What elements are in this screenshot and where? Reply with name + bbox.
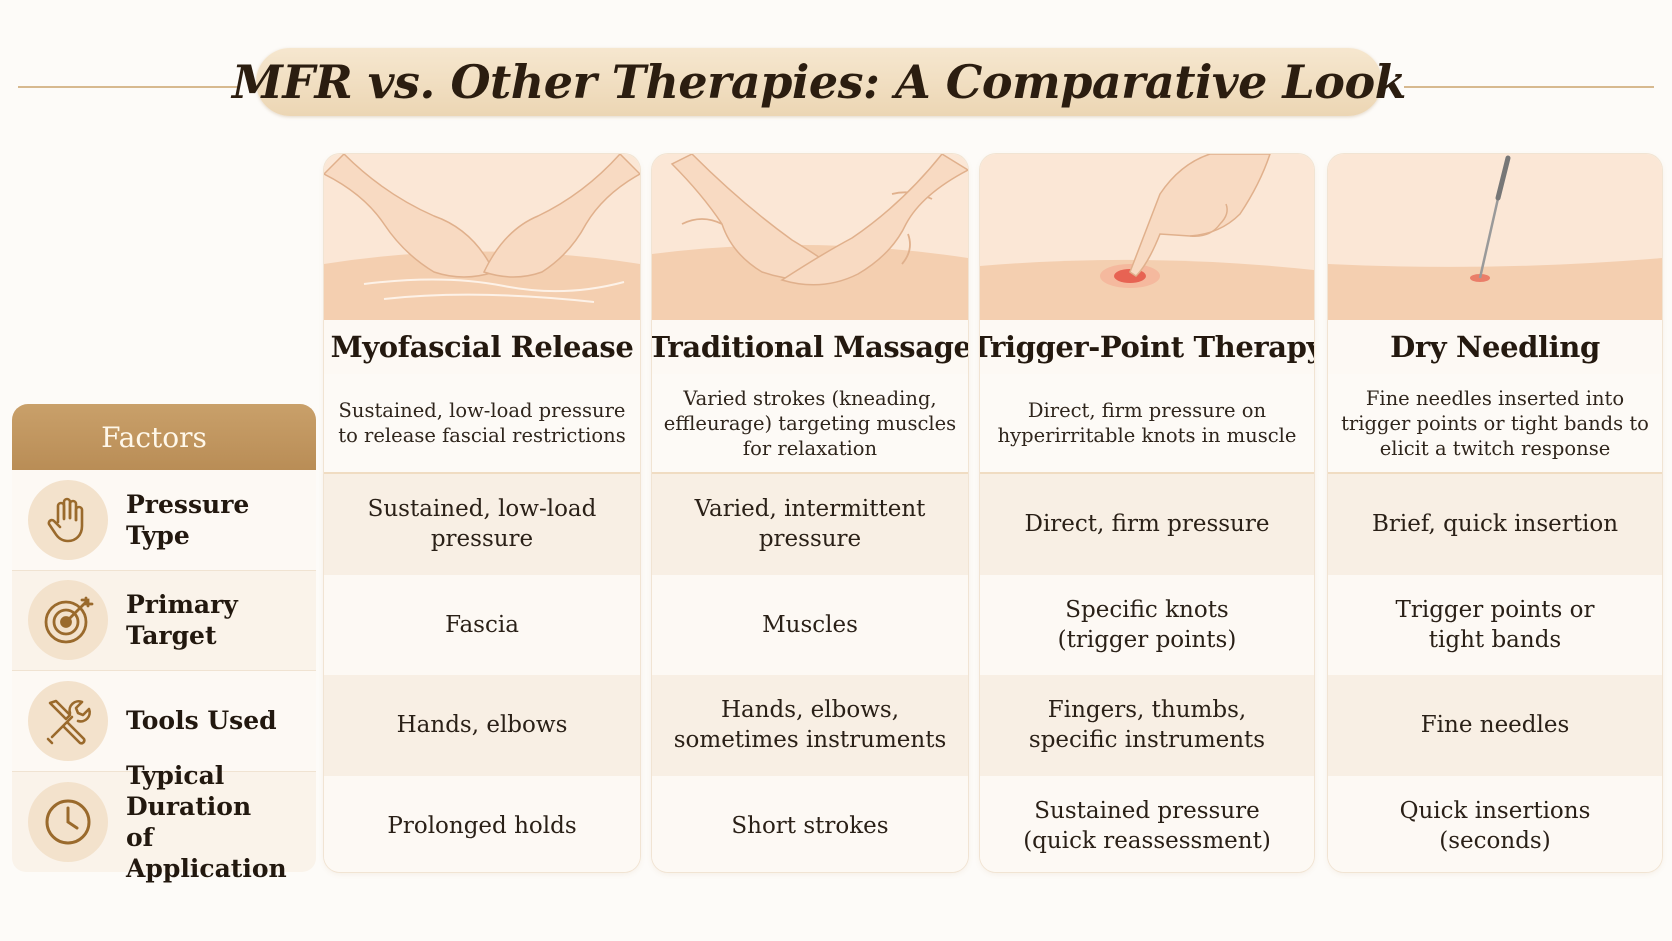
therapy-column-trigger-point-therapy: Trigger-Point Therapy Direct, firm press… [980,154,1314,872]
therapy-name: Trigger-Point Therapy [980,320,1314,374]
table-cell-pressure-type: Direct, firm pressure [980,474,1314,575]
hand-icon [28,479,108,560]
therapy-column-myofascial-release: Myofascial Release Sustained, low-load p… [324,154,640,872]
table-cell-primary-target: Fascia [324,574,640,675]
title-rule-right [1404,86,1654,88]
therapy-values: Varied, intermittent pressure Muscles Ha… [652,474,968,872]
therapy-name: Traditional Massage [652,320,968,374]
therapy-column-traditional-massage: Traditional Massage Varied strokes (knea… [652,154,968,872]
title-banner: MFR vs. Other Therapies: A Comparative L… [232,48,1407,116]
factor-row-pressure-type: Pressure Type [12,470,316,571]
table-cell-primary-target: Muscles [652,574,968,675]
table-cell-pressure-type: Brief, quick insertion [1328,474,1662,575]
factor-label: Tools Used [126,706,277,736]
title-rule-left [18,86,238,88]
page-title: MFR vs. Other Therapies: A Comparative L… [231,55,1407,109]
factor-label: Pressure Type [126,489,250,550]
table-cell-duration: Prolonged holds [324,775,640,872]
therapy-column-dry-needling: Dry Needling Fine needles inserted into … [1328,154,1662,872]
factor-label: Typical Duration of Application [126,760,287,883]
table-cell-tools-used: Fingers, thumbs, specific instruments [980,675,1314,776]
therapy-values: Direct, firm pressure Specific knots (tr… [980,474,1314,872]
table-cell-tools-used: Hands, elbows [324,675,640,776]
table-cell-duration: Quick insertions (seconds) [1328,775,1662,872]
factor-row-tools-used: Tools Used [12,671,316,772]
table-cell-primary-target: Specific knots (trigger points) [980,574,1314,675]
therapy-name: Dry Needling [1328,320,1662,374]
target-icon [28,580,108,661]
table-cell-duration: Short strokes [652,775,968,872]
therapy-values: Sustained, low-load pressure Fascia Hand… [324,474,640,872]
factors-column: Factors Pressure Type Primary Target [12,404,316,883]
factor-label: Primary Target [126,590,238,651]
therapy-description: Varied strokes (kneading, effleurage) ta… [652,374,968,474]
table-cell-pressure-type: Varied, intermittent pressure [652,474,968,575]
therapy-values: Brief, quick insertion Trigger points or… [1328,474,1662,872]
tools-icon [28,680,108,761]
therapy-name: Myofascial Release [324,320,640,374]
needle-in-skin-illustration [1328,154,1662,320]
table-cell-pressure-type: Sustained, low-load pressure [324,474,640,575]
finger-pressing-knot-illustration [980,154,1314,320]
therapy-description: Direct, firm pressure on hyperirritable … [980,374,1314,474]
therapy-description: Sustained, low-load pressure to release … [324,374,640,474]
factors-header: Factors [12,404,316,470]
therapy-description: Fine needles inserted into trigger point… [1328,374,1662,474]
table-cell-tools-used: Hands, elbows, sometimes instruments [652,675,968,776]
factor-row-primary-target: Primary Target [12,570,316,671]
hands-kneading-skin-illustration [652,154,968,320]
table-cell-primary-target: Trigger points or tight bands [1328,574,1662,675]
two-hands-on-skin-illustration [324,154,640,320]
factor-row-typical-duration: Typical Duration of Application [12,761,316,883]
table-cell-tools-used: Fine needles [1328,675,1662,776]
table-cell-duration: Sustained pressure (quick reassessment) [980,775,1314,872]
clock-icon [28,781,108,862]
